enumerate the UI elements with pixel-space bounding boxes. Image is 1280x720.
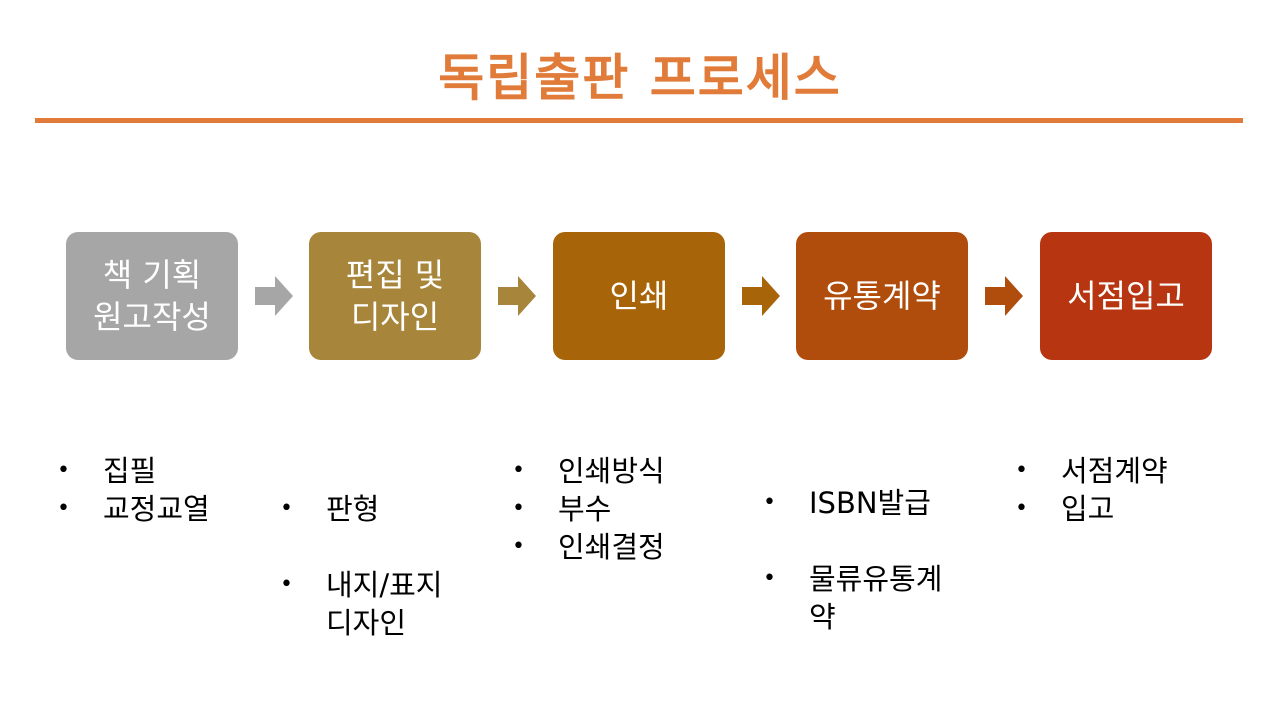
- bullet-icon: •: [763, 490, 776, 515]
- step-label: 편집 및 디자인: [345, 256, 445, 336]
- step-box-printing: 인쇄: [553, 232, 725, 360]
- title-divider: [35, 118, 1243, 123]
- list-item: •인쇄결정: [512, 530, 665, 564]
- bullet-icon: •: [512, 458, 525, 483]
- bullet-icon: •: [512, 534, 525, 559]
- detail-list-distribution-contract: •ISBN발급 •물류유통계 약: [761, 446, 942, 674]
- arrow-right-icon: [985, 276, 1023, 316]
- list-item: •판형: [280, 492, 380, 526]
- step-label: 서점입고: [1067, 277, 1185, 315]
- page-title: 독립출판 프로세스: [438, 49, 842, 107]
- list-item: •교정교열: [57, 492, 210, 526]
- list-item: •집필: [57, 454, 157, 488]
- list-item: •내지/표지 디자인: [280, 568, 443, 640]
- list-item: •서점계약: [1015, 454, 1168, 488]
- bullet-icon: •: [512, 496, 525, 521]
- step-box-planning: 책 기획 원고작성: [66, 232, 238, 360]
- bullet-icon: •: [57, 458, 70, 483]
- bullet-icon: •: [280, 572, 293, 597]
- bullet-icon: •: [57, 496, 70, 521]
- arrow-right-icon: [742, 276, 780, 316]
- detail-list-editing-design: •판형 •내지/표지 디자인: [278, 452, 443, 680]
- step-box-bookstore-stocking: 서점입고: [1040, 232, 1212, 360]
- arrow-right-icon: [498, 276, 536, 316]
- step-label: 유통계약: [823, 277, 941, 315]
- bullet-icon: •: [1015, 496, 1028, 521]
- step-label: 인쇄: [609, 277, 669, 315]
- list-item: •물류유통계 약: [763, 562, 943, 634]
- bullet-icon: •: [1015, 458, 1028, 483]
- detail-list-bookstore-stocking: •서점계약 •입고: [1013, 452, 1168, 528]
- step-box-editing-design: 편집 및 디자인: [309, 232, 481, 360]
- list-item: •입고: [1015, 492, 1115, 526]
- bullet-icon: •: [763, 566, 776, 591]
- bullet-icon: •: [280, 496, 293, 521]
- list-item: •부수: [512, 492, 612, 526]
- list-item: •인쇄방식: [512, 454, 665, 488]
- arrow-right-icon: [255, 276, 293, 316]
- detail-list-printing: •인쇄방식 •부수 •인쇄결정: [510, 452, 665, 566]
- step-box-distribution-contract: 유통계약: [796, 232, 968, 360]
- step-label: 책 기획 원고작성: [93, 256, 211, 336]
- detail-list-planning: •집필 •교정교열: [55, 452, 210, 528]
- list-item: •ISBN발급: [763, 486, 931, 520]
